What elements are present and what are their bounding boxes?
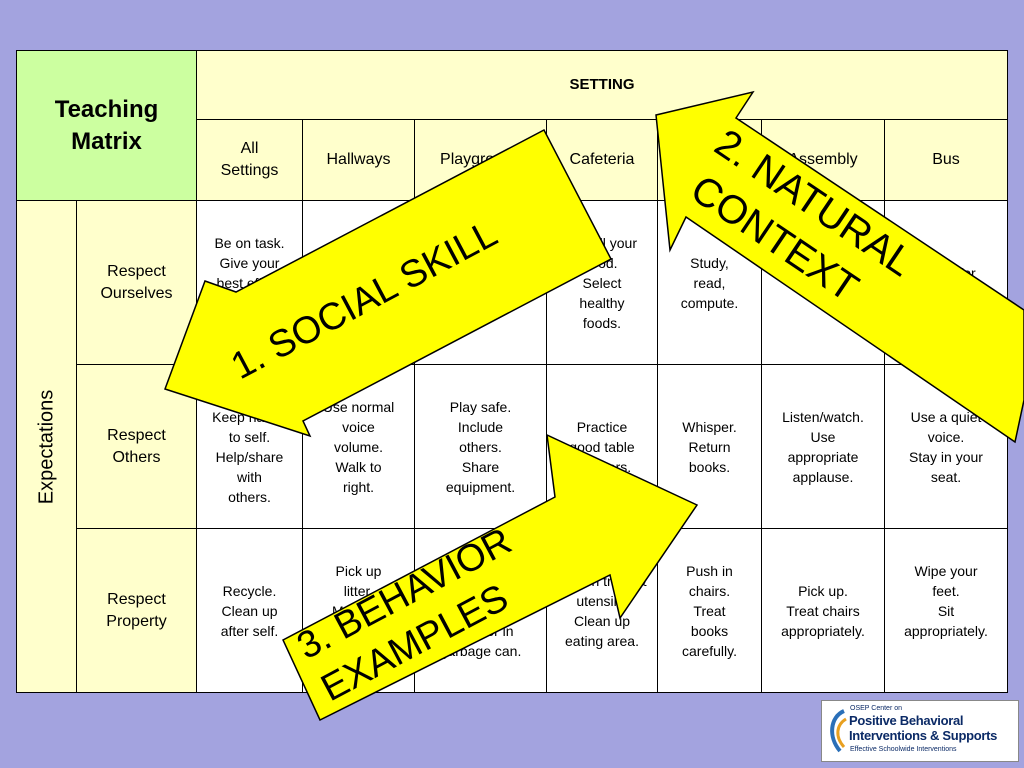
cell-ourselves-playground: Have a plan. <box>414 200 547 365</box>
cell-ourselves-library: Study, read, compute. <box>657 200 762 365</box>
logo-line-3: Interventions & Supports <box>849 728 998 743</box>
col-header-library: Library <box>657 119 762 201</box>
setting-header: SETTING <box>196 50 1008 120</box>
cell-property-assembly: Pick up. Treat chairs appropriately. <box>761 528 885 693</box>
cell-property-hallways: Pick up litter. Maintain walls. <box>302 528 415 693</box>
pbis-swirl-icon <box>830 709 847 753</box>
cell-others-assembly: Listen/watch. Use appropriate applause. <box>761 364 885 529</box>
col-header-hallways: Hallways <box>302 119 415 201</box>
cell-others-all: Keep hands to self. Help/share with othe… <box>196 364 303 529</box>
col-header-assembly: Assembly <box>761 119 885 201</box>
cell-property-playground: Return equipment. Put litter in garbage … <box>414 528 547 693</box>
row-header-respect-property: Respect Property <box>76 528 197 693</box>
cell-ourselves-all: Be on task. Give your best effort. <box>196 200 303 365</box>
col-header-bus: Bus <box>884 119 1008 201</box>
logo-line-4: Effective Schoolwide Interventions <box>850 746 957 753</box>
col-header-cafeteria: Cafeteria <box>546 119 658 201</box>
col-header-playground: Playground <box>414 119 547 201</box>
cell-property-bus: Wipe your feet. Sit appropriately. <box>884 528 1008 693</box>
row-header-respect-ourselves: Respect Ourselves <box>76 200 197 365</box>
teaching-matrix-table: Teaching Matrix SETTING All Settings Hal… <box>16 50 1008 693</box>
logo-line-2: Positive Behavioral <box>849 713 964 728</box>
cell-others-bus: Use a quiet voice. Stay in your seat. <box>884 364 1008 529</box>
cell-others-library: Whisper. Return books. <box>657 364 762 529</box>
cell-property-all: Recycle. Clean up after self. <box>196 528 303 693</box>
expectations-label-cell: Expectations <box>16 200 77 693</box>
cell-ourselves-bus: Watch for your stop. <box>884 200 1008 365</box>
cell-ourselves-assembly <box>761 200 885 365</box>
row-header-respect-others: Respect Others <box>76 364 197 529</box>
pbis-logo: OSEP Center on Positive Behavioral Inter… <box>821 700 1019 762</box>
cell-property-cafeteria: Return trays & utensils. Clean up eating… <box>546 528 658 693</box>
cell-ourselves-cafeteria: Eat all your food. Select healthy foods. <box>546 200 658 365</box>
logo-line-1: OSEP Center on <box>850 705 903 712</box>
expectations-label: Expectations <box>35 389 58 504</box>
cell-others-playground: Play safe. Include others. Share equipme… <box>414 364 547 529</box>
cell-ourselves-hallways <box>302 200 415 365</box>
col-header-all-settings: All Settings <box>196 119 303 201</box>
matrix-title: Teaching Matrix <box>16 50 197 201</box>
cell-others-hallways: Use normal voice volume. Walk to right. <box>302 364 415 529</box>
cell-property-library: Push in chairs. Treat books carefully. <box>657 528 762 693</box>
cell-others-cafeteria: Practice good table manners. <box>546 364 658 529</box>
